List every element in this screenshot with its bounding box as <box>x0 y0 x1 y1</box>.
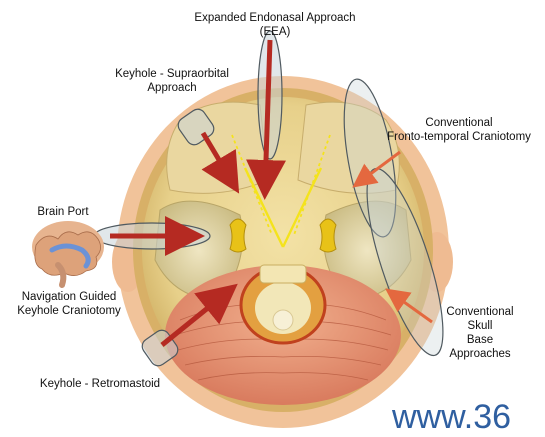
watermark-url: www.36 <box>392 398 511 437</box>
skull-base-label-line3: Base <box>430 333 530 347</box>
eea-label: Expanded Endonasal Approach (EEA) <box>160 11 390 39</box>
navigation-guided-label: Navigation Guided Keyhole Craniotomy <box>0 290 138 318</box>
retromastoid-label: Keyhole - Retromastoid <box>20 377 180 391</box>
supraorbital-label-line1: Keyhole - Supraorbital <box>82 67 262 81</box>
skull-base-label-line4: Approaches <box>430 347 530 361</box>
fronto-temporal-label-line1: Conventional <box>375 116 543 130</box>
navigation-guided-label-line2: Keyhole Craniotomy <box>0 304 138 318</box>
eea-label-line1: Expanded Endonasal Approach <box>160 11 390 25</box>
eea-label-line2: (EEA) <box>160 25 390 39</box>
brain-port-label: Brain Port <box>28 205 98 219</box>
supraorbital-label-line2: Approach <box>82 81 262 95</box>
skull-base-label-line1: Conventional <box>430 305 530 319</box>
skull-base-label-line2: Skull <box>430 319 530 333</box>
skull-base-label: Conventional Skull Base Approaches <box>430 305 530 361</box>
fronto-temporal-label-line2: Fronto-temporal Craniotomy <box>375 130 543 144</box>
supraorbital-label: Keyhole - Supraorbital Approach <box>82 67 262 95</box>
fronto-temporal-label: Conventional Fronto-temporal Craniotomy <box>375 116 543 144</box>
navigation-guided-label-line1: Navigation Guided <box>0 290 138 304</box>
brain-icon <box>32 221 104 285</box>
